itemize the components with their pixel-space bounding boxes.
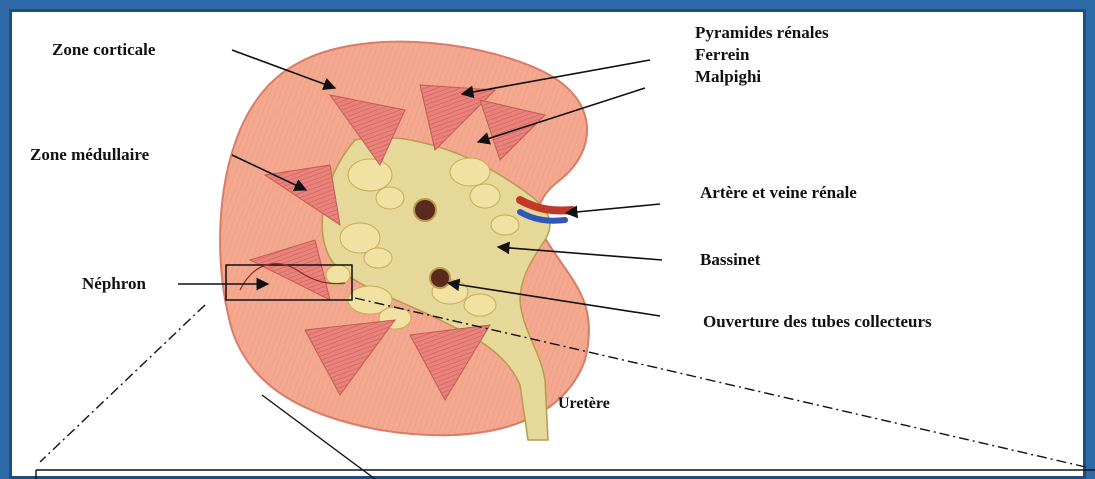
- label-nephron: Néphron: [82, 274, 146, 293]
- label-ferrein: Ferrein: [695, 45, 750, 64]
- label-pyramides: Pyramides rénales: [695, 23, 829, 42]
- label-malpighi: Malpighi: [695, 67, 761, 86]
- label-ouverture: Ouverture des tubes collecteurs: [703, 312, 932, 331]
- label-zone-medullaire: Zone médullaire: [30, 145, 150, 164]
- label-bassinet: Bassinet: [700, 250, 761, 269]
- label-uretere: Uretère: [558, 395, 610, 412]
- label-zone-corticale: Zone corticale: [52, 40, 156, 59]
- label-artere-veine: Artère et veine rénale: [700, 183, 857, 202]
